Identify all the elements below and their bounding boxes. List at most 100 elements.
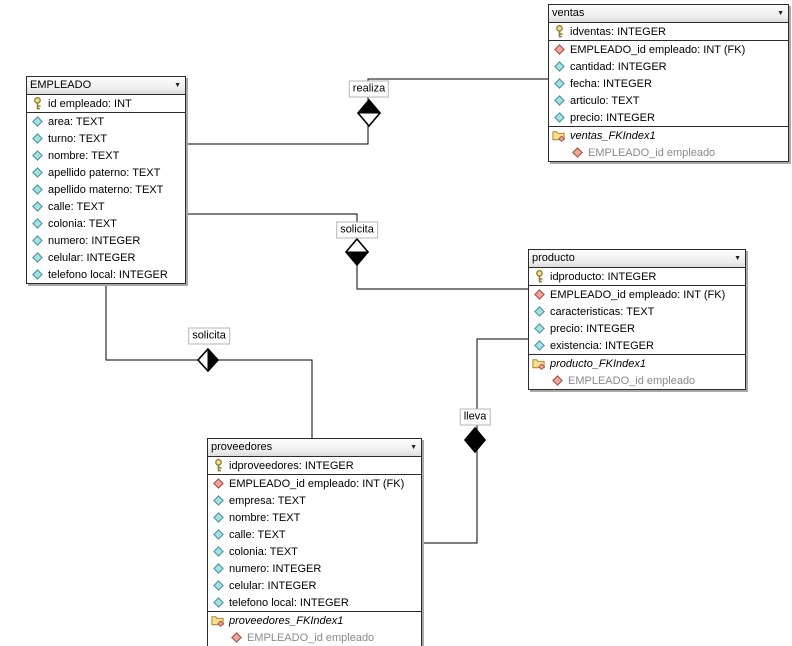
index-fk-diamond-icon [570,147,584,158]
table-column-index-col: EMPLEADO_id empleado [208,629,421,646]
column-label: calle: TEXT [229,528,286,541]
key-icon [211,459,225,472]
table-header[interactable]: EMPLEADO ▼ [27,77,185,95]
column-label: EMPLEADO_id empleado [568,374,696,387]
index-folder-icon [532,357,546,370]
column-label: idventas: INTEGER [570,25,666,38]
column-label: EMPLEADO_id empleado: INT (FK) [570,43,746,56]
table-header[interactable]: producto ▼ [529,250,745,268]
column-label: EMPLEADO_id empleado [588,146,716,159]
index-folder-icon [552,129,566,142]
relationship-label-lleva[interactable]: lleva [459,408,491,426]
column-label: apellido materno: TEXT [48,183,164,196]
table-column-fk: EMPLEADO_id empleado: INT (FK) [549,40,788,58]
attribute-diamond-icon [552,61,566,72]
column-label: area: TEXT [48,115,105,128]
attribute-diamond-icon [211,580,225,591]
column-label: idproveedores: INTEGER [229,459,354,472]
table-column-attr: precio: INTEGER [549,109,788,126]
attribute-diamond-icon [30,252,44,263]
table-column-pk: id empleado: INT [27,95,185,112]
column-label: apellido paterno: TEXT [48,166,161,179]
cardinality-diamond-solicita-proveedores[interactable] [196,347,220,373]
key-icon [532,270,546,283]
entity-table-empleado[interactable]: EMPLEADO ▼ id empleado: INT area: TEXT tur… [26,76,186,284]
attribute-diamond-icon [30,167,44,178]
table-column-attr: apellido materno: TEXT [27,181,185,198]
column-label: existencia: INTEGER [550,339,654,352]
attribute-diamond-icon [211,546,225,557]
fk-diamond-icon [211,478,225,489]
index-fk-diamond-icon [229,632,243,643]
column-label: caracteristicas: TEXT [550,305,655,318]
table-column-pk: idproducto: INTEGER [529,268,745,285]
table-column-attr: area: TEXT [27,112,185,130]
table-column-attr: apellido paterno: TEXT [27,164,185,181]
cardinality-diamond-solicita-producto[interactable] [344,237,370,267]
attribute-diamond-icon [30,184,44,195]
table-title: EMPLEADO [30,79,92,91]
table-column-attr: turno: TEXT [27,130,185,147]
chevron-down-icon[interactable]: ▼ [174,82,181,89]
attribute-diamond-icon [30,133,44,144]
column-label: articulo: TEXT [570,94,640,107]
table-column-index: ventas_FKIndex1 [549,126,788,144]
table-column-index: proveedores_FKIndex1 [208,611,421,629]
index-folder-icon [211,614,225,627]
table-column-attr: colonia: TEXT [208,543,421,560]
chevron-down-icon[interactable]: ▼ [777,10,784,17]
attribute-diamond-icon [211,597,225,608]
table-column-fk: EMPLEADO_id empleado: INT (FK) [529,285,745,303]
table-columns: idventas: INTEGER EMPLEADO_id empleado: I… [549,23,788,161]
relationship-label-solicita-proveedores[interactable]: solicita [188,327,230,345]
key-icon [552,25,566,38]
attribute-diamond-icon [552,78,566,89]
chevron-down-icon[interactable]: ▼ [410,444,417,451]
table-title: ventas [552,7,585,19]
table-header[interactable]: proveedores ▼ [208,439,421,457]
table-column-pk: idventas: INTEGER [549,23,788,40]
table-column-attr: celular: INTEGER [27,249,185,266]
table-column-attr: nombre: TEXT [208,509,421,526]
column-label: celular: INTEGER [48,251,136,264]
column-label: telefono local: INTEGER [229,596,349,609]
table-column-attr: calle: TEXT [208,526,421,543]
index-fk-diamond-icon [550,375,564,386]
attribute-diamond-icon [211,563,225,574]
table-column-attr: articulo: TEXT [549,92,788,109]
table-column-attr: celular: INTEGER [208,577,421,594]
column-label: precio: INTEGER [570,111,655,124]
table-column-attr: calle: TEXT [27,198,185,215]
key-icon [30,97,44,110]
attribute-diamond-icon [30,150,44,161]
cardinality-diamond-lleva[interactable] [463,426,487,454]
table-column-attr: telefono local: INTEGER [208,594,421,611]
table-column-attr: colonia: TEXT [27,215,185,232]
fk-diamond-icon [552,44,566,55]
table-column-index-col: EMPLEADO_id empleado [549,144,788,161]
column-label: nombre: TEXT [229,511,301,524]
attribute-diamond-icon [552,95,566,106]
table-column-index-col: EMPLEADO_id empleado [529,372,745,389]
column-label: calle: TEXT [48,200,105,213]
table-column-attr: cantidad: INTEGER [549,58,788,75]
entity-table-ventas[interactable]: ventas ▼ idventas: INTEGER EMPLEADO_id em… [548,4,789,162]
cardinality-diamond-realiza[interactable] [356,98,382,128]
entity-table-producto[interactable]: producto ▼ idproducto: INTEGER EMPLEADO_i… [528,249,746,390]
attribute-diamond-icon [532,306,546,317]
column-label: turno: TEXT [48,132,108,145]
column-label: empresa: TEXT [229,494,306,507]
column-label: idproducto: INTEGER [550,270,657,283]
chevron-down-icon[interactable]: ▼ [734,255,741,262]
column-label: EMPLEADO_id empleado [247,631,375,644]
attribute-diamond-icon [30,218,44,229]
attribute-diamond-icon [211,495,225,506]
relationship-label-solicita-producto[interactable]: solicita [336,221,378,239]
entity-table-proveedores[interactable]: proveedores ▼ idproveedores: INTEGER EMPL… [207,438,422,646]
table-header[interactable]: ventas ▼ [549,5,788,23]
attribute-diamond-icon [532,340,546,351]
table-column-attr: existencia: INTEGER [529,337,745,354]
relationship-label-realiza[interactable]: realiza [348,80,390,98]
